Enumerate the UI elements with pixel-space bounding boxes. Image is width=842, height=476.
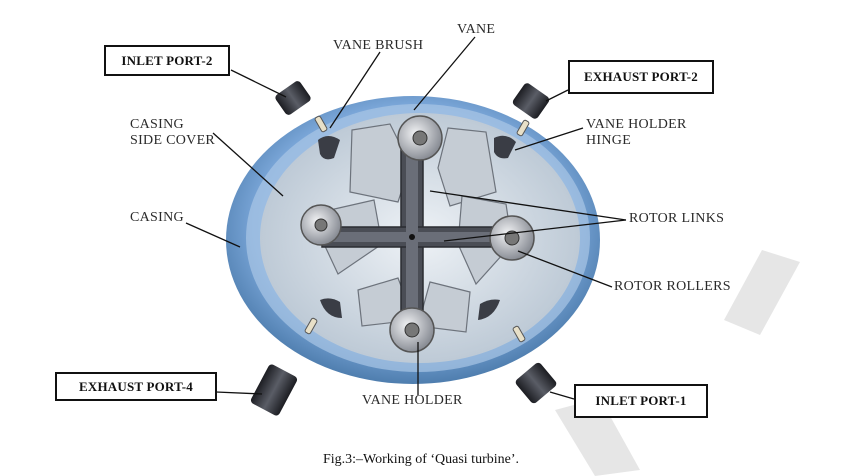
vane-holder-chambers [318,135,516,320]
vane-brush-label: VANE BRUSH [333,38,424,53]
inlet-port-2-pipe [275,81,311,115]
casing-side-cover-label-line2: SIDE COVER [130,133,216,148]
exhaust-port-4-pipe [250,364,298,416]
rotor-rollers-label: ROTOR ROLLERS [614,279,731,294]
vane-holder-hinge-label-line1: VANE HOLDER [586,117,687,132]
inlet-port-1-label: INLET PORT-1 [574,384,708,418]
leader-lines [185,36,627,400]
rotor-rollers-graphic [300,115,535,353]
exhaust-port-4-label: EXHAUST PORT-4 [55,372,217,401]
inlet-port-2-label: INLET PORT-2 [104,45,230,76]
casing-side-cover-label-line1: CASING [130,117,184,132]
vane-label: VANE [457,22,496,37]
figure-caption: Fig.3:–Working of ‘Quasi turbine’. [322,452,519,467]
vane-holder-label: VANE HOLDER [362,393,463,408]
exhaust-port-2-label: EXHAUST PORT-2 [568,60,714,94]
rotor-links-label: ROTOR LINKS [629,211,725,226]
vane-holder-hinges [304,115,530,343]
casing-label: CASING [130,210,184,225]
rotor-links-graphic [321,139,515,341]
exhaust-port-2-pipe [512,83,550,119]
vane-holder-hinge-label-line2: HINGE [586,133,632,148]
inlet-port-1-pipe [515,362,557,404]
